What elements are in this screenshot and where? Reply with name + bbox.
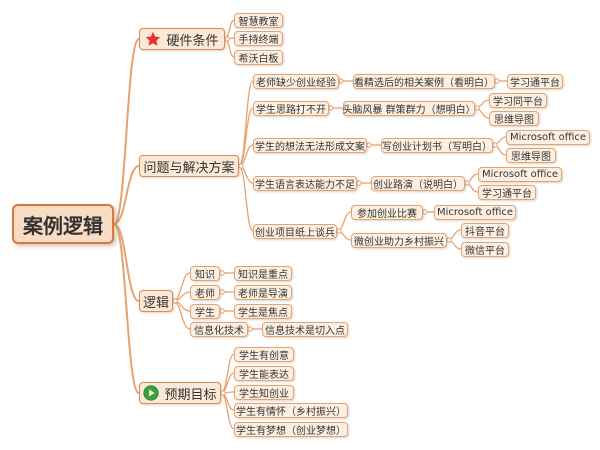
problem-node[interactable]: 学生思路打不开	[253, 101, 329, 116]
connector	[113, 165, 140, 225]
logic-key[interactable]: 信息化技术	[190, 322, 248, 337]
solution-node[interactable]: 写创业计划书（写明白）	[381, 138, 493, 153]
connector	[220, 392, 235, 430]
goal-item[interactable]: 学生有创意	[234, 347, 294, 362]
collapse-dot	[172, 298, 178, 304]
collapse-dot	[366, 142, 372, 148]
solution-node[interactable]: 创业路演（说明白）	[371, 176, 465, 191]
collapse-dot	[492, 142, 498, 148]
collapse-dot	[247, 326, 253, 332]
problem-node[interactable]: 学生的想法无法形成文案	[253, 138, 367, 153]
tool-node[interactable]: Microsoft office	[478, 167, 562, 182]
branch-hardware[interactable]: 硬件条件	[139, 28, 225, 50]
tool-node[interactable]: 学习同平台	[489, 93, 547, 108]
collapse-dot	[220, 390, 226, 396]
collapse-dot	[464, 180, 470, 186]
connector	[224, 38, 235, 58]
connector	[224, 19, 235, 40]
logic-key[interactable]: 知识	[190, 266, 220, 281]
solution-node[interactable]: 看精选后的相关案例（看明白）	[353, 74, 495, 89]
solution-node[interactable]: 头脑风暴 群策群力（想明白）	[342, 101, 476, 116]
star-icon	[145, 31, 161, 47]
logic-key[interactable]: 学生	[190, 304, 220, 319]
tool-node[interactable]: 抖音平台	[461, 223, 509, 238]
tool-node[interactable]: 学习通平台	[478, 185, 536, 200]
hardware-item[interactable]: 希沃白板	[234, 50, 283, 65]
collapse-dot	[336, 228, 342, 234]
hardware-item[interactable]: 手持终端	[234, 31, 283, 46]
connector	[113, 223, 140, 394]
problem-node[interactable]: 创业项目纸上谈兵	[253, 224, 337, 239]
collapse-dot	[238, 163, 244, 169]
collapse-dot	[219, 289, 225, 295]
logic-key[interactable]: 老师	[190, 285, 220, 300]
collapse-dot	[356, 180, 362, 186]
tool-node[interactable]: 微信平台	[461, 242, 509, 257]
tool-node[interactable]: 思维导图	[506, 148, 556, 163]
sub-problem-node[interactable]: 参加创业比赛	[351, 205, 423, 220]
goal-item[interactable]: 学生有情怀（乡村振兴）	[234, 403, 348, 418]
collapse-dot	[219, 270, 225, 276]
goal-item[interactable]: 学生有梦想（创业梦想）	[234, 422, 348, 437]
collapse-dot	[446, 237, 452, 243]
problem-node[interactable]: 学生语言表达能力不足	[253, 176, 357, 191]
tool-node[interactable]: Microsoft office	[506, 130, 590, 145]
problem-node[interactable]: 老师缺少创业经验	[253, 74, 339, 89]
tool-node[interactable]: 思维导图	[489, 111, 539, 126]
logic-value[interactable]: 学生是焦点	[234, 304, 292, 319]
tool-node[interactable]: Microsoft office	[434, 205, 516, 220]
connector	[336, 211, 352, 232]
collapse-dot	[224, 36, 230, 42]
logic-value[interactable]: 知识是重点	[234, 266, 292, 281]
branch-goals[interactable]: 预期目标	[139, 382, 221, 404]
branch-logic[interactable]: 逻辑	[139, 290, 173, 312]
connector	[113, 223, 140, 302]
collapse-dot	[338, 78, 344, 84]
play-icon	[143, 385, 160, 401]
connector	[113, 38, 140, 225]
goal-item[interactable]: 学生知创业	[234, 385, 294, 400]
sub-problem-node[interactable]: 微创业助力乡村振兴	[351, 233, 447, 248]
connector	[238, 80, 254, 167]
collapse-dot	[494, 78, 500, 84]
logic-value[interactable]: 信息技术是切入点	[262, 322, 348, 337]
collapse-dot	[219, 308, 225, 314]
collapse-dot	[422, 209, 428, 215]
root-node[interactable]: 案例逻辑	[12, 204, 114, 244]
collapse-dot	[328, 105, 334, 111]
branch-problems[interactable]: 问题与解决方案	[139, 155, 239, 177]
hardware-item[interactable]: 智慧教室	[234, 13, 283, 28]
goal-item[interactable]: 学生能表达	[234, 366, 294, 381]
logic-value[interactable]: 老师是导演	[234, 285, 292, 300]
branch-goals-label: 预期目标	[164, 387, 217, 403]
tool-node[interactable]: 学习通平台	[507, 74, 563, 89]
branch-hardware-label: 硬件条件	[166, 33, 219, 49]
